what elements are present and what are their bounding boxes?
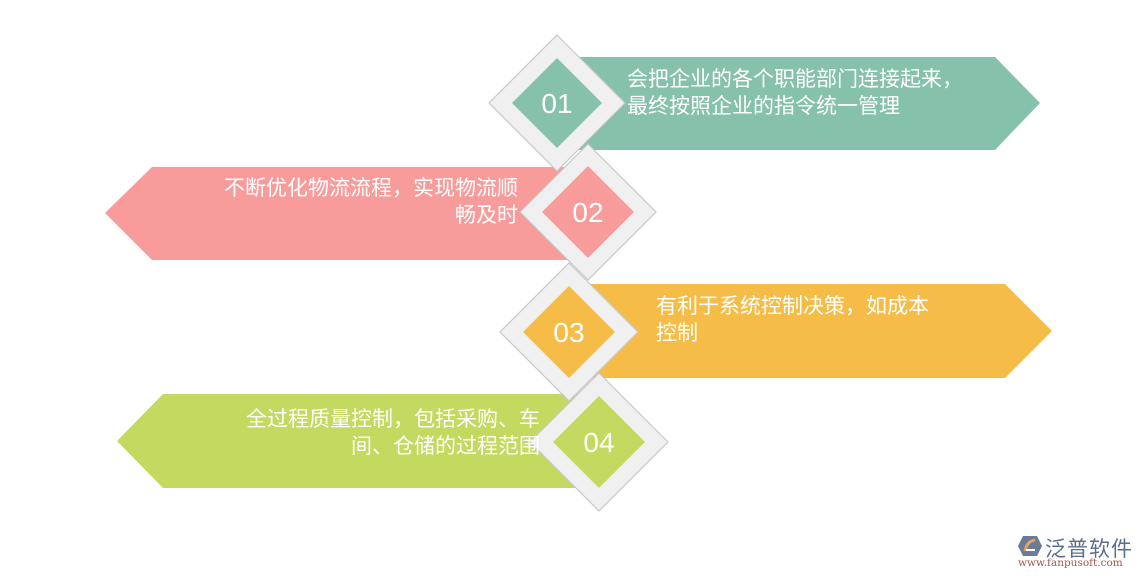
step-4-number: 04 [583, 427, 615, 458]
step-3-text: 有利于系统控制决策，如成本 控制 [656, 293, 929, 347]
logo-name: 泛普软件 [1045, 537, 1133, 561]
step-3-line-1: 有利于系统控制决策，如成本 [656, 294, 929, 318]
step-1-diamond [488, 34, 626, 172]
step-4-line-1: 全过程质量控制，包括采购、车 [246, 407, 540, 431]
step-3-line-2: 控制 [656, 321, 698, 345]
step-2-line-1: 不断优化物流流程，实现物流顺 [224, 176, 518, 200]
step-4-arrow [117, 394, 599, 488]
step-3-number: 03 [553, 317, 585, 348]
step-1-number: 01 [541, 88, 573, 119]
step-3-arrow [569, 284, 1052, 378]
step-2-number: 02 [572, 197, 604, 228]
step-1-line-1: 会把企业的各个职能部门连接起来， [627, 67, 963, 91]
step-4-line-2: 间、仓储的过程范围 [351, 434, 540, 458]
step-4-diamond [529, 372, 669, 512]
fanpu-logo: 泛普软件 www.fanpusoft.com [1015, 533, 1140, 573]
step-2-line-2: 畅及时 [455, 203, 518, 227]
step-1-text: 会把企业的各个职能部门连接起来， 最终按照企业的指令统一管理 [627, 66, 963, 120]
step-1-arrow [557, 57, 1040, 150]
step-2-arrow [105, 167, 588, 260]
step-1-line-2: 最终按照企业的指令统一管理 [627, 94, 900, 118]
logo-url: www.fanpusoft.com [1018, 557, 1123, 569]
step-4-text: 全过程质量控制，包括采购、车 间、仓储的过程范围 [190, 406, 540, 460]
step-2-diamond [519, 143, 657, 281]
fanpu-logo-icon [1018, 536, 1042, 556]
step-2-text: 不断优化物流流程，实现物流顺 畅及时 [170, 175, 518, 229]
step-3-diamond [499, 262, 639, 402]
